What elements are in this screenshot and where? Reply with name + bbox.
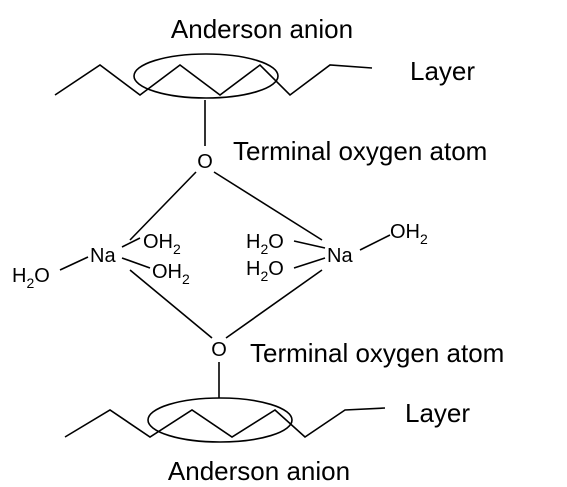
terminal-bottom-label: Terminal oxygen atom bbox=[250, 338, 504, 368]
bond-na-left-h2o bbox=[59, 256, 89, 271]
layer-bottom-zigzag bbox=[64, 407, 386, 439]
bond-na-left-oh2-lower bbox=[121, 257, 151, 269]
na-right-atom: Na bbox=[327, 245, 353, 267]
bond-na-left-o-bottom bbox=[129, 269, 213, 339]
o-top-atom: O bbox=[197, 151, 213, 173]
bond-na-right-oh2 bbox=[359, 234, 391, 251]
anion-top-label: Anderson anion bbox=[171, 14, 353, 44]
bond-na-right-h2o-lower bbox=[293, 257, 326, 269]
anion-top-ellipse bbox=[133, 53, 279, 99]
layer-top-zigzag bbox=[54, 63, 373, 97]
bond-na-left-oh2-upper bbox=[121, 237, 141, 248]
bond-na-right-o-bottom bbox=[225, 269, 323, 339]
water-left-lower: OH2 bbox=[152, 261, 190, 287]
water-right-lower: H2O bbox=[246, 258, 284, 284]
anion-bottom-label: Anderson anion bbox=[168, 456, 350, 486]
layer-bottom-label: Layer bbox=[405, 398, 470, 428]
layer-top-label: Layer bbox=[410, 56, 475, 86]
bond-na-right-h2o-upper bbox=[293, 240, 326, 249]
terminal-top-label: Terminal oxygen atom bbox=[233, 136, 487, 166]
water-right-upper: H2O bbox=[246, 231, 284, 257]
water-left-outer: H2O bbox=[12, 265, 50, 291]
anion-bottom-ellipse bbox=[147, 397, 293, 443]
o-bottom-atom: O bbox=[211, 339, 227, 361]
water-right-outer: OH2 bbox=[390, 221, 428, 247]
bond-o-top-na-right bbox=[213, 171, 323, 241]
water-left-upper: OH2 bbox=[143, 231, 181, 257]
na-left-atom: Na bbox=[90, 245, 116, 267]
bond-o-top-na-left bbox=[129, 171, 197, 241]
